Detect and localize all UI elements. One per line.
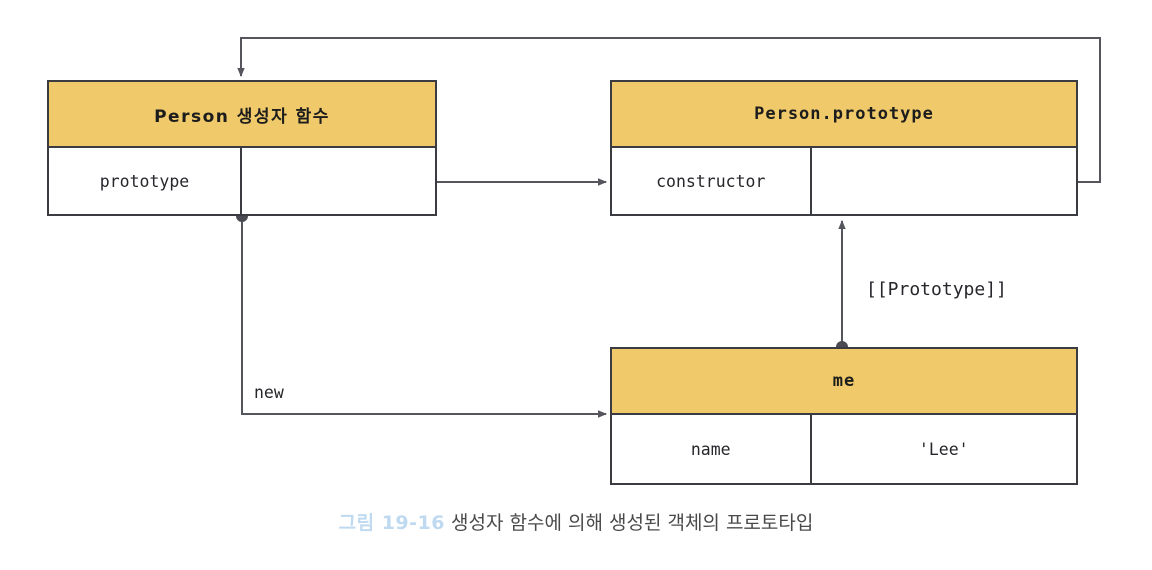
property-value-name: 'Lee' <box>918 439 969 459</box>
box-row-name: name 'Lee' <box>612 415 1076 483</box>
object-box-me: me name 'Lee' <box>610 347 1078 485</box>
edge-new-instance <box>236 210 607 418</box>
box-row-prototype: prototype <box>49 148 435 214</box>
property-key-prototype: prototype <box>49 148 242 214</box>
property-key-name: name <box>612 415 812 483</box>
property-value-prototype-pointer <box>242 148 435 214</box>
property-key-constructor: constructor <box>612 148 812 214</box>
property-value-constructor-pointer <box>812 148 1076 214</box>
box-title-person-constructor: Person 생성자 함수 <box>49 82 435 148</box>
figure-caption-number: 그림 19-16 <box>338 512 445 534</box>
box-row-constructor: constructor <box>612 148 1076 214</box>
box-title-me: me <box>612 349 1076 415</box>
edge-label-prototype-link: [[Prototype]] <box>866 279 1007 300</box>
figure-caption: 그림 19-16 생성자 함수에 의해 생성된 객체의 프로토타입 <box>0 508 1152 535</box>
object-box-person-constructor: Person 생성자 함수 prototype <box>47 80 437 216</box>
object-box-person-prototype: Person.prototype constructor <box>610 80 1078 216</box>
edge-label-new: new <box>254 383 284 402</box>
box-title-person-prototype: Person.prototype <box>612 82 1076 148</box>
figure-caption-text: 생성자 함수에 의해 생성된 객체의 프로토타입 <box>451 512 814 534</box>
edge-prototype-link <box>836 220 848 353</box>
